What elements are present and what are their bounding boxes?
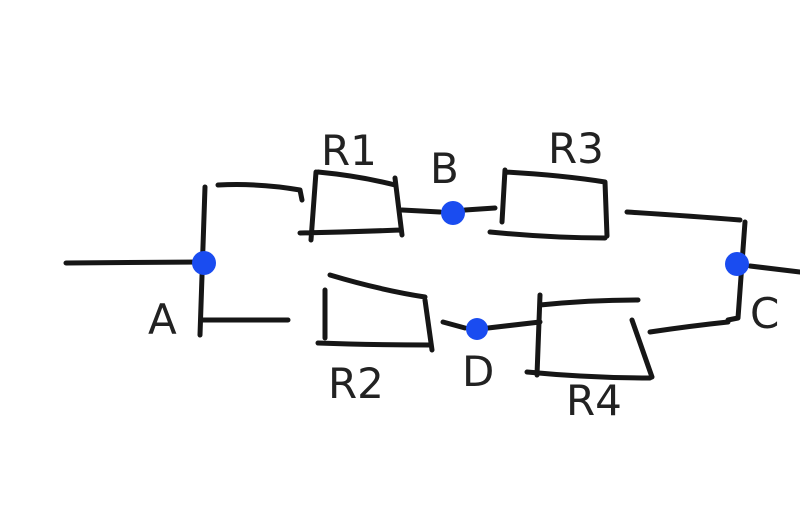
wire-r3-c [624, 209, 743, 223]
resistor-r2 [315, 272, 435, 353]
wire-r1-b [399, 207, 443, 215]
resistor-r1 [297, 169, 405, 243]
label-r2: R2 [328, 359, 384, 408]
output-wire [747, 263, 800, 275]
label-a: A [148, 295, 177, 344]
node-c-dot [725, 252, 749, 276]
wire-r2-d [440, 319, 468, 331]
label-r4: R4 [566, 376, 622, 425]
node-a-dot [192, 251, 216, 275]
wire-b-r3 [462, 205, 498, 213]
label-r3: R3 [548, 124, 604, 173]
wire-r4-c [647, 319, 731, 335]
wire-a-r1 [215, 182, 305, 203]
node-d-dot [466, 318, 488, 340]
resistor-r4 [524, 292, 655, 381]
node-b-dot [441, 201, 465, 225]
label-c: C [750, 289, 779, 338]
resistor-r3 [487, 167, 610, 241]
nodes [192, 201, 749, 340]
label-r1: R1 [321, 126, 377, 175]
wire-d-r4 [485, 319, 543, 331]
input-wire [63, 259, 206, 266]
label-d: D [462, 347, 494, 396]
labels: R1 R3 R2 R4 B A C D [148, 124, 779, 425]
label-b: B [430, 144, 459, 193]
